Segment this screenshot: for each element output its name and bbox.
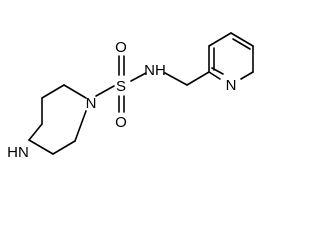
- atom-label-o-top: O: [115, 39, 127, 56]
- atom-label-hn: HN: [7, 144, 29, 161]
- molecule-diagram: HN N S O O NH N: [7, 32, 254, 161]
- pyridine-ring: [208, 32, 254, 80]
- bond: [41, 84, 65, 99]
- bond-s-nh: [130, 72, 147, 82]
- bond: [211, 67, 224, 75]
- bond: [28, 139, 54, 155]
- atom-label-o-bottom: O: [115, 114, 127, 131]
- bond: [28, 123, 43, 141]
- bond-n-s: [95, 85, 115, 97]
- atom-label-s: S: [116, 78, 126, 95]
- bond: [230, 32, 254, 47]
- atom-label-n-piperazine: N: [86, 95, 97, 112]
- bond-ch2-ring: [186, 71, 210, 86]
- sulfonyl-bonds: [118, 55, 125, 113]
- bond: [240, 71, 254, 80]
- bond: [232, 38, 251, 50]
- piperazine-ring: [28, 84, 87, 155]
- bond: [63, 84, 87, 99]
- bond-nh-ch2: [164, 72, 188, 86]
- structure-canvas: HN N S O O NH N: [7, 32, 254, 161]
- bond: [74, 110, 87, 142]
- atom-label-nh: NH: [144, 62, 166, 79]
- bond: [52, 140, 76, 155]
- bond: [208, 71, 221, 80]
- bond: [208, 32, 232, 47]
- atom-label-n-pyridine: N: [226, 77, 237, 94]
